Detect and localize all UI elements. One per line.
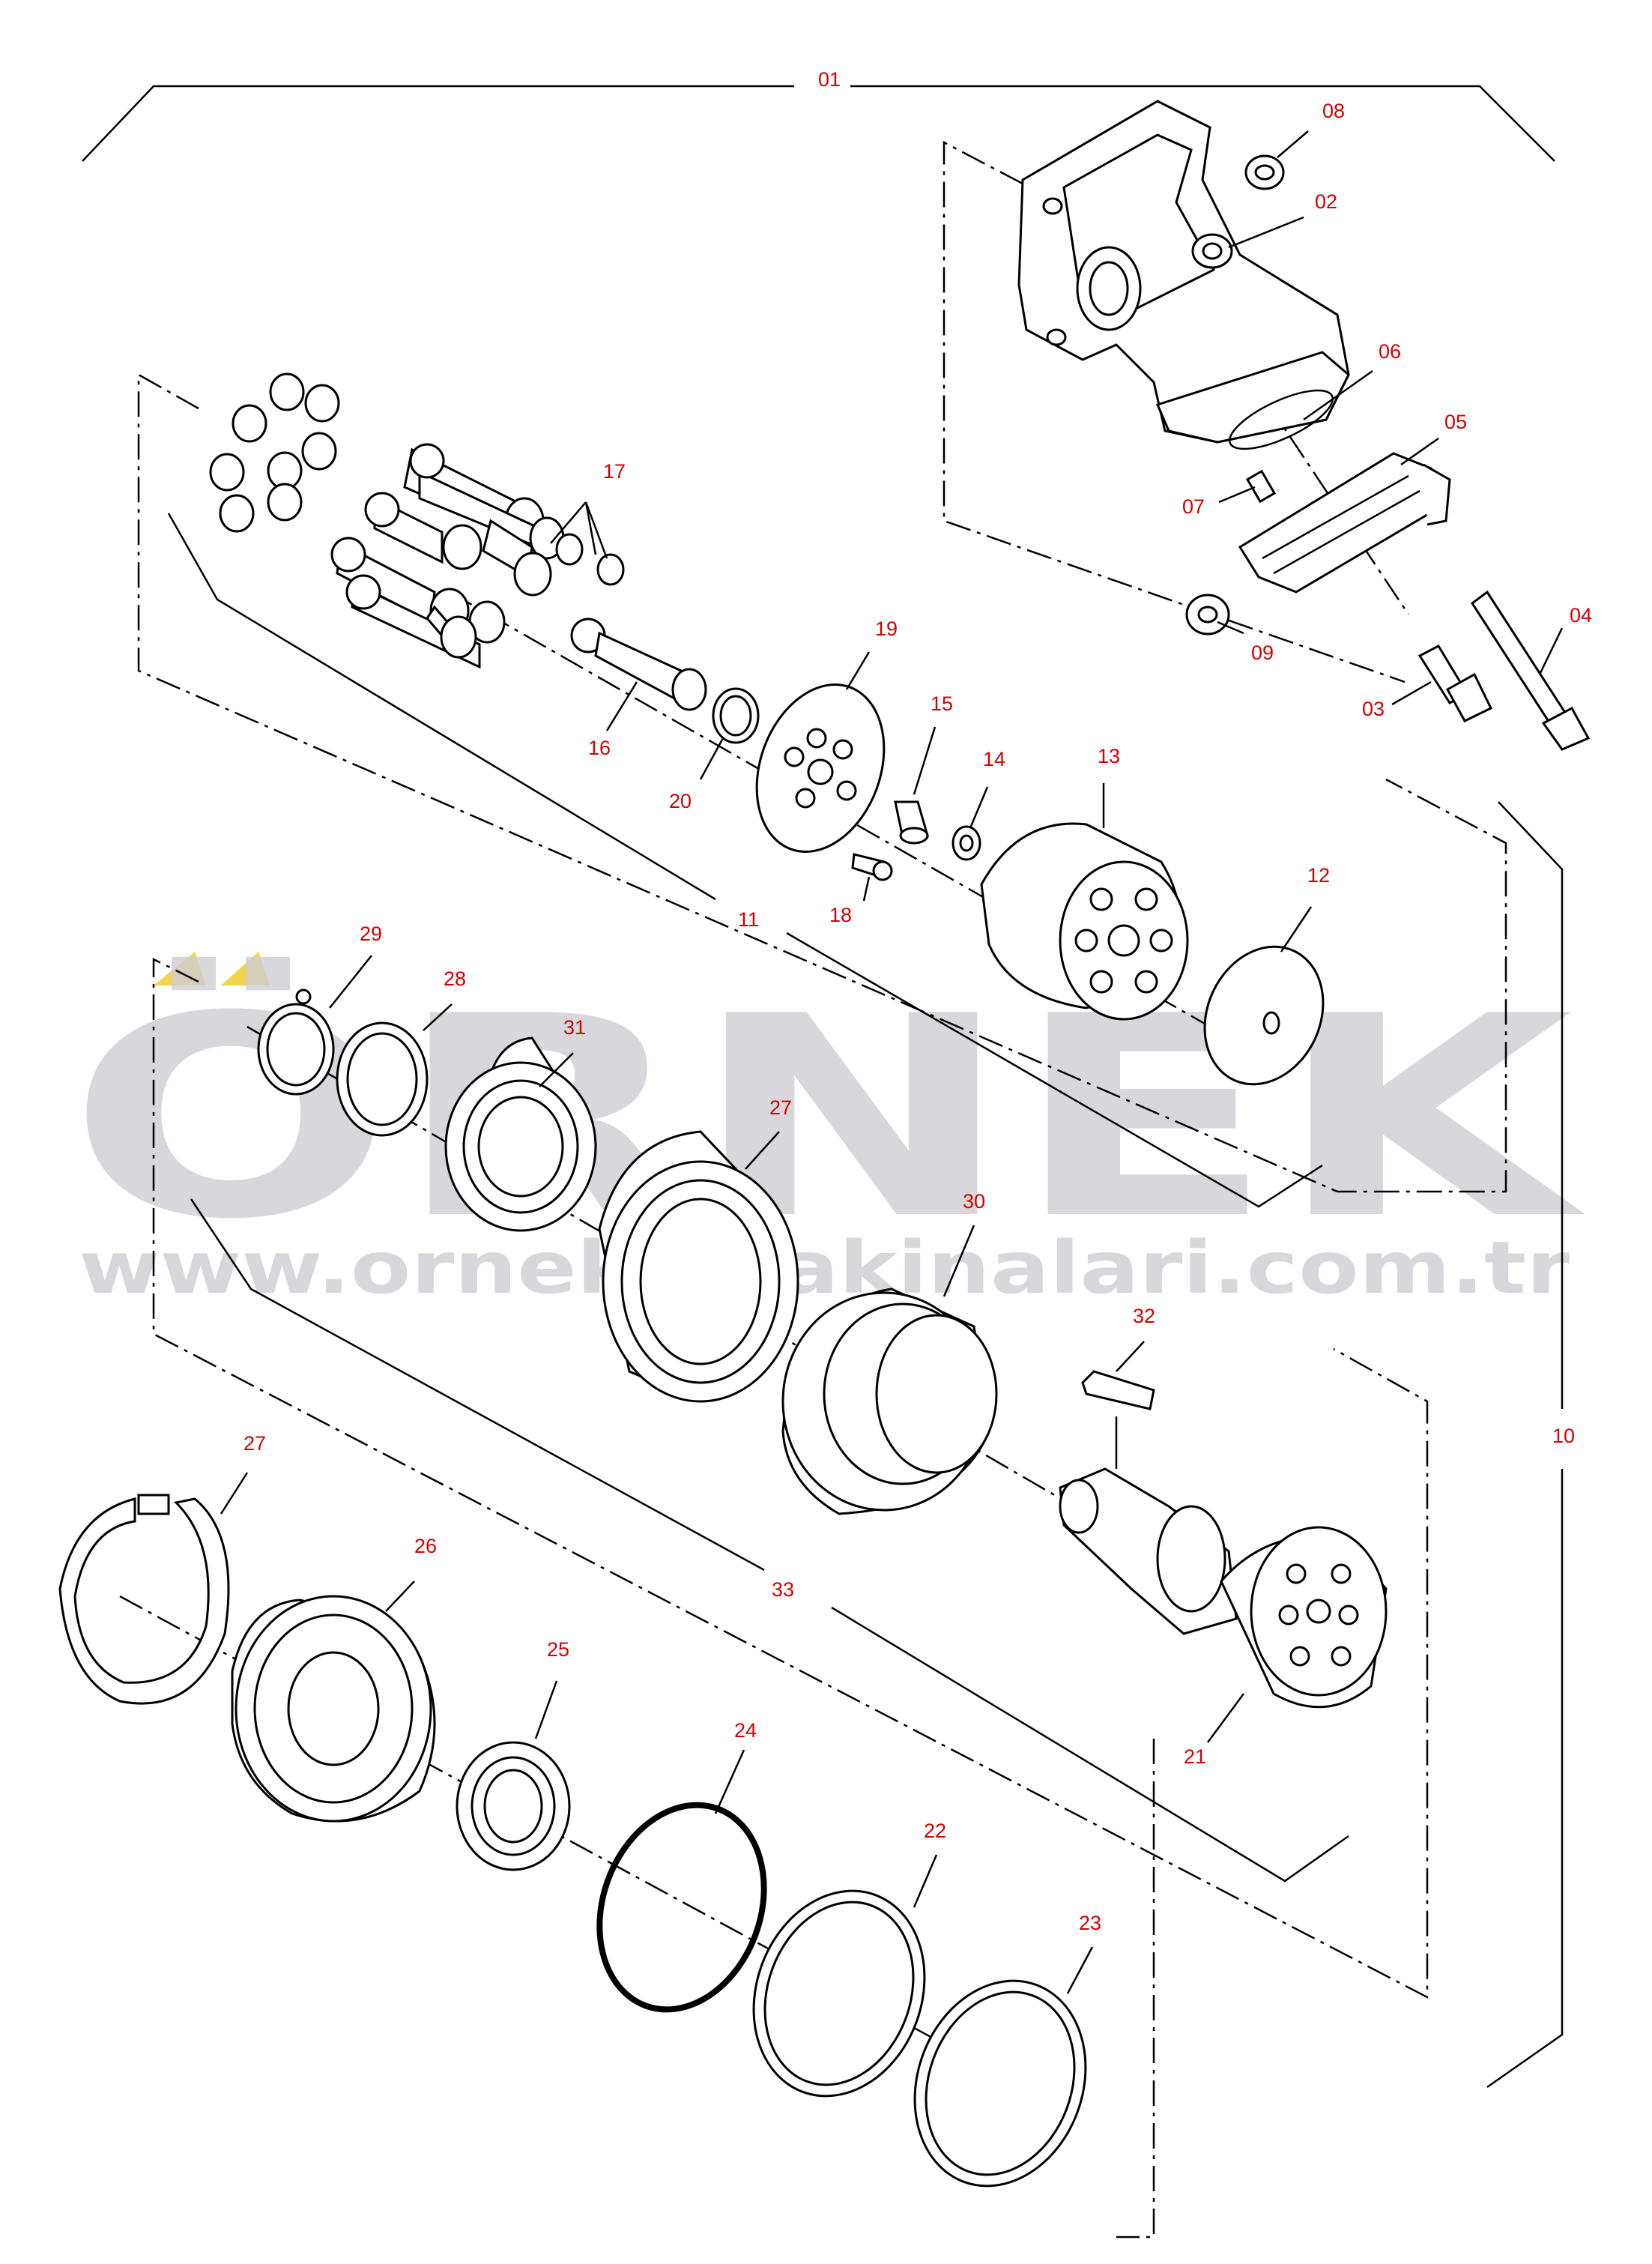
housing-part-02 [1017, 100, 1350, 444]
circlip-part-29 [257, 988, 335, 1096]
callout-24: 24 [734, 1719, 757, 1742]
bracket-10-lower [1486, 1469, 1564, 2089]
bracket-01-right [850, 85, 1555, 162]
callout-23: 23 [1079, 1912, 1101, 1934]
callout-01: 01 [818, 68, 841, 91]
callout-27-lower: 27 [243, 1432, 266, 1455]
callout-20: 20 [669, 790, 692, 812]
ring-part-22 [752, 1889, 926, 2098]
enclosure-02 [943, 140, 1406, 683]
bracket-33 [190, 1198, 765, 1572]
watermark-brand: ÖRNEK [67, 954, 1588, 1280]
key-part-32 [1081, 1370, 1155, 1410]
enclosure-outer [1116, 1739, 1155, 2239]
axis-pistons [449, 591, 1289, 1073]
watermark-accent-right [221, 952, 270, 985]
callout-13: 13 [1098, 745, 1120, 767]
callout-30: 30 [963, 1190, 985, 1213]
bolt-part-04 [1470, 590, 1591, 751]
plug-part-08 [1244, 154, 1285, 190]
callout-06: 06 [1379, 340, 1401, 363]
piston-part-16 [570, 618, 707, 711]
ring-part-23 [913, 1979, 1087, 2188]
ring-part-27-upper [598, 1130, 799, 1403]
ring-part-28 [336, 1021, 429, 1137]
watermark: ÖRNEK www.orneksmakinalari.com.tr [67, 952, 1588, 1310]
disc-part-12 [1203, 945, 1325, 1086]
pistons-part-17 [330, 443, 625, 669]
snap-ring-part-27-lower [58, 1494, 230, 1705]
callout-25: 25 [547, 1638, 569, 1661]
parts [58, 100, 1591, 2188]
shaft-seal-part-25 [456, 1741, 571, 1871]
enclosure-11 [137, 372, 1507, 1193]
callout-11: 11 [738, 908, 759, 931]
callout-21: 21 [1184, 1745, 1206, 1768]
callout-16: 16 [588, 737, 611, 759]
callout-22: 22 [924, 1820, 946, 1842]
valve-plate-part-05 [1238, 452, 1451, 594]
bolt-part-03 [1417, 645, 1493, 722]
callout-27-upper: 27 [769, 1096, 792, 1119]
callout-14: 14 [983, 748, 1005, 770]
drive-shaft-part-21 [1059, 1467, 1388, 1709]
cylinder-block-part-13 [980, 822, 1189, 1021]
callout-17: 17 [603, 460, 626, 483]
retaining-plate-part-19 [755, 683, 886, 853]
callout-03: 03 [1362, 698, 1385, 720]
callout-18: 18 [829, 904, 852, 926]
callout-29: 29 [360, 923, 382, 945]
bearing-part-31 [444, 1036, 597, 1232]
bracket-10 [1498, 801, 1564, 1409]
spring-part-15 [894, 800, 929, 845]
bracket-11-lower [786, 932, 1323, 1208]
callout-12: 12 [1307, 864, 1330, 887]
pin-part-07 [1245, 469, 1277, 504]
bracket-33-lower [831, 1606, 1349, 1883]
callout-31: 31 [563, 1016, 586, 1039]
callout-19: 19 [875, 618, 898, 640]
shim-part-06 [1228, 389, 1334, 450]
leader-lines [220, 130, 1564, 1994]
seal-carrier-part-26 [231, 1595, 436, 1823]
callout-labels: 01 08 02 06 05 07 09 04 03 17 16 20 19 1… [243, 68, 1592, 1934]
callout-15: 15 [931, 692, 953, 715]
callout-32: 32 [1133, 1305, 1155, 1327]
watermark-url: www.orneksmakinalari.com.tr [79, 1226, 1570, 1310]
bracket-01 [82, 85, 794, 162]
washer-part-14 [951, 825, 981, 861]
callout-02: 02 [1315, 190, 1337, 213]
callout-33: 33 [772, 1578, 794, 1601]
callout-07: 07 [1182, 495, 1205, 518]
screw-plug-part-09 [1185, 594, 1230, 636]
piston-caps [209, 372, 340, 533]
callout-10: 10 [1552, 1425, 1575, 1447]
callout-09: 09 [1251, 642, 1274, 664]
screw-part-18 [851, 853, 893, 881]
callout-05: 05 [1444, 411, 1467, 433]
watermark-accent-left [154, 952, 206, 985]
callout-26: 26 [414, 1535, 437, 1557]
callout-08: 08 [1322, 100, 1345, 122]
callout-04: 04 [1570, 604, 1592, 627]
ring-part-20 [712, 687, 760, 744]
taper-bearing-part-30 [781, 1288, 998, 1515]
callout-28: 28 [444, 968, 466, 990]
enclosure-33 [152, 957, 1429, 1999]
bracket-11 [167, 513, 716, 901]
